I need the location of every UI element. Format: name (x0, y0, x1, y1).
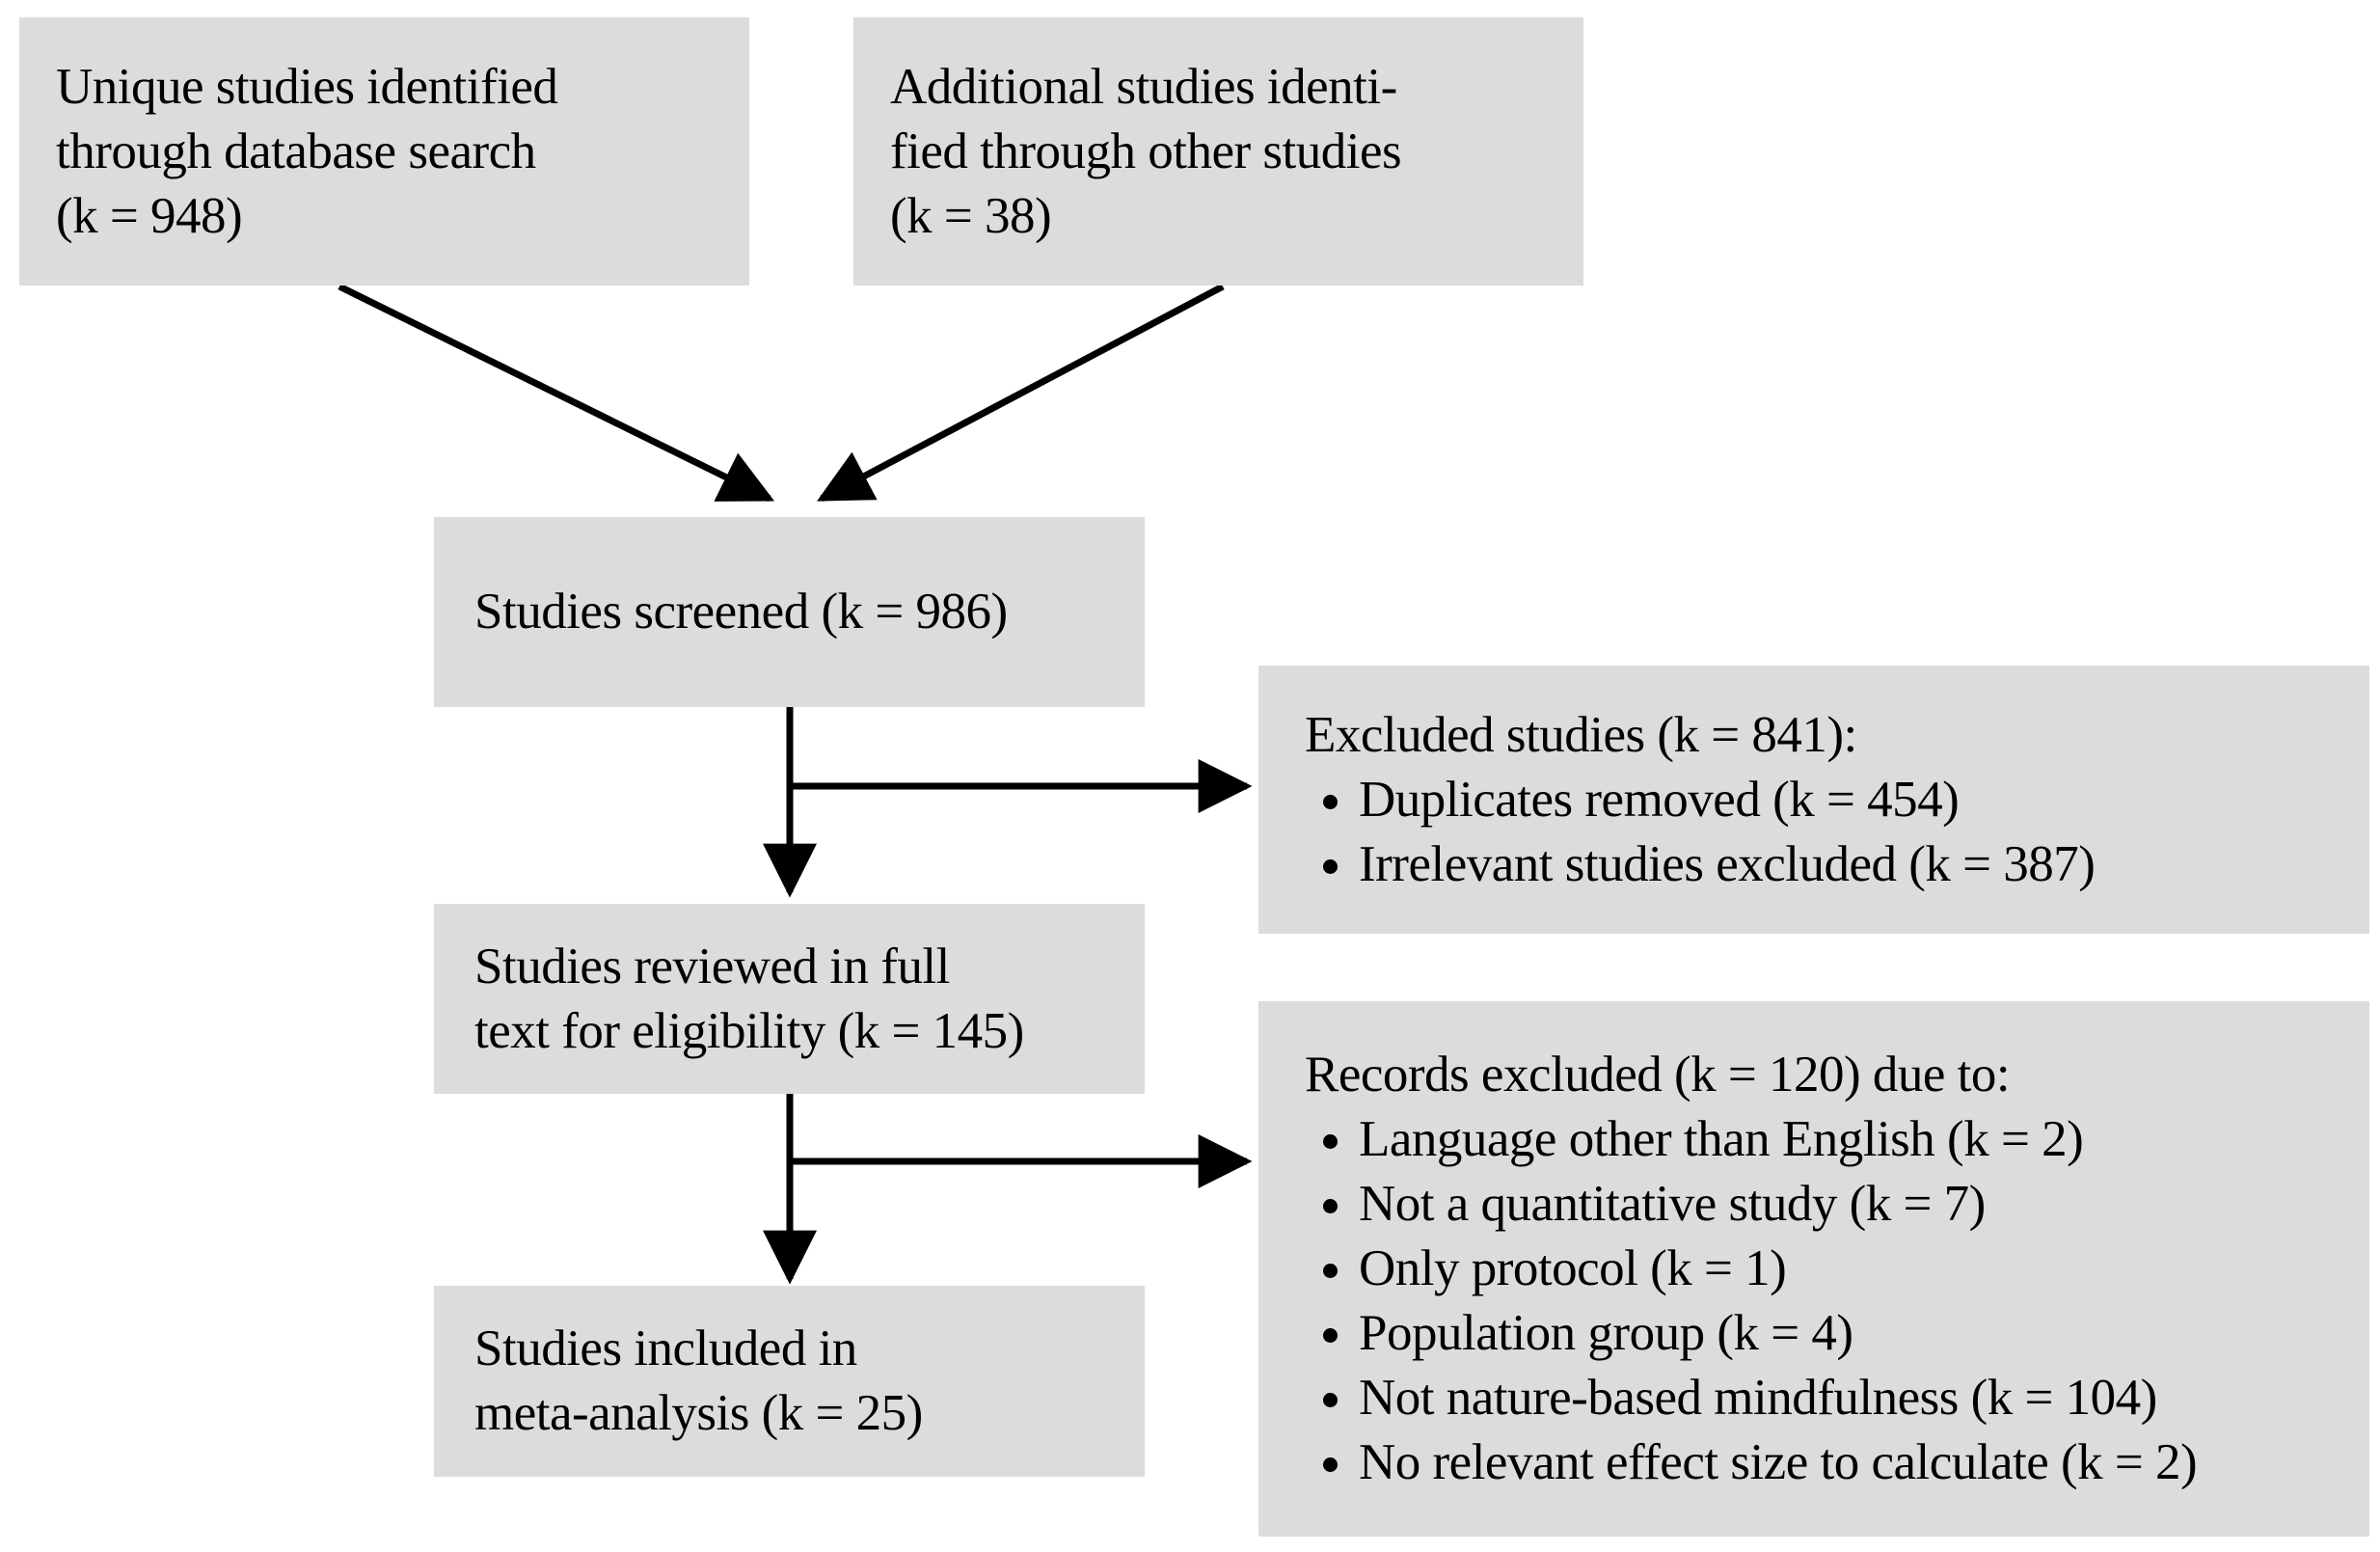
list-item: Population group (k = 4) (1359, 1301, 2197, 1366)
excluded-studies-list: Duplicates removed (k = 454) Irrelevant … (1305, 768, 2096, 897)
box-fulltext-review: Studies reviewed in full text for eligib… (434, 904, 1145, 1094)
box-fulltext-review-text: Studies reviewed in full text for eligib… (474, 938, 1024, 1059)
box-excluded-studies-header: Excluded studies (k = 841): (1305, 706, 1857, 763)
box-identified-database-text: Unique studies identified through databa… (56, 58, 558, 244)
box-studies-included-text: Studies included in meta-analysis (k = 2… (474, 1321, 923, 1441)
list-item: Language other than English (k = 2) (1359, 1107, 2197, 1172)
records-excluded-list: Language other than English (k = 2) Not … (1305, 1107, 2198, 1495)
box-identified-other-studies: Additional studies identi- fied through … (853, 17, 1583, 286)
box-identified-database: Unique studies identified through databa… (19, 17, 749, 286)
box-identified-other-studies-text: Additional studies identi- fied through … (890, 58, 1402, 244)
box-studies-screened: Studies screened (k = 986) (434, 517, 1145, 707)
box-studies-screened-text: Studies screened (k = 986) (474, 584, 1008, 640)
box-studies-included: Studies included in meta-analysis (k = 2… (434, 1286, 1145, 1477)
list-item: Irrelevant studies excluded (k = 387) (1359, 832, 2096, 897)
box-excluded-studies: Excluded studies (k = 841): Duplicates r… (1258, 666, 2369, 934)
box-records-excluded-header: Records excluded (k = 120) due to: (1305, 1047, 2011, 1103)
arrow-other-to-screened (817, 283, 1225, 503)
box-records-excluded: Records excluded (k = 120) due to: Langu… (1258, 1001, 2369, 1537)
list-item: Only protocol (k = 1) (1359, 1237, 2197, 1301)
list-item: No relevant effect size to calculate (k … (1359, 1430, 2198, 1495)
list-item: Not nature-based mindfulness (k = 104) (1359, 1366, 2197, 1430)
list-item: Duplicates removed (k = 454) (1359, 768, 2095, 832)
arrow-db-to-screened (338, 283, 775, 503)
list-item: Not a quantitative study (k = 7) (1359, 1172, 2197, 1237)
